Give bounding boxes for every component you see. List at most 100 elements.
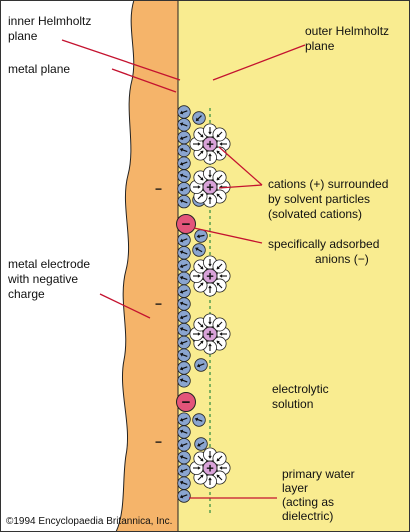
left-margin bbox=[0, 0, 150, 532]
label-cations-line1: cations (+) surrounded bbox=[268, 177, 388, 191]
solvated-cation-1-sign: + bbox=[206, 137, 214, 152]
solvated-cation-5-shell-molecule-dipole-head bbox=[216, 458, 220, 462]
solvated-cation-1-shell-molecule-dipole-head bbox=[208, 131, 212, 135]
solvated-cation-3-sign: + bbox=[206, 269, 214, 284]
solvated-cation-2-shell-molecule-dipole-head bbox=[197, 185, 201, 189]
solvated-cation-5-shell-molecule-dipole-head bbox=[208, 477, 212, 481]
primary-water-molecule-dipole-head bbox=[179, 443, 184, 448]
solvated-cation-1-shell-molecule-dipole-head bbox=[200, 134, 204, 138]
label-metal-electrode-line2: with negative bbox=[7, 272, 78, 286]
label-primary-water-line2: layer bbox=[282, 481, 308, 495]
solvated-cation-4-shell-molecule-dipole-head bbox=[216, 324, 220, 328]
solvated-cation-2-shell-molecule-dipole-head bbox=[208, 174, 212, 178]
label-outer-helmholtz-line1: outer Helmholtz bbox=[305, 24, 389, 38]
solvated-cation-2-shell-molecule-dipole-head bbox=[216, 193, 220, 197]
solvated-cation-4-sign: + bbox=[206, 327, 214, 342]
solvated-cation-4-shell-molecule-dipole-head bbox=[208, 343, 212, 347]
label-cations-line2: by solvent particles bbox=[268, 192, 370, 206]
primary-water-molecule-dipole-head bbox=[179, 148, 184, 152]
solvated-cation-4-shell-molecule-dipole-head bbox=[219, 332, 223, 336]
label-adsorbed-anions: specifically adsorbed anions (−) bbox=[268, 237, 383, 266]
solvated-cation-2-shell-molecule-dipole-head bbox=[200, 193, 204, 197]
solvated-cation-5-sign: + bbox=[206, 461, 214, 476]
label-cations: cations (+) surrounded by solvent partic… bbox=[268, 177, 392, 221]
primary-water-molecule-dipole-head bbox=[179, 301, 184, 306]
primary-water-molecule-dipole-head bbox=[179, 315, 184, 320]
solvated-cation-1-shell-molecule-dipole-head bbox=[197, 142, 201, 146]
electrode-charge-2: − bbox=[155, 297, 162, 311]
adsorbed-anion-2-sign: − bbox=[182, 394, 191, 411]
solvated-cation-2-ion bbox=[202, 179, 218, 195]
solvated-cation-1-shell-molecule-dipole-head bbox=[219, 142, 223, 146]
adsorbed-anion-1-sign: − bbox=[182, 216, 191, 233]
label-primary-water-line1: primary water bbox=[282, 467, 355, 481]
metal-electrode bbox=[115, 0, 179, 532]
solvated-cation-1-shell-molecule-dipole-head bbox=[216, 150, 220, 154]
solvated-cation-3-shell-molecule-dipole-head bbox=[200, 282, 204, 286]
label-primary-water-line4: dielectric) bbox=[282, 509, 333, 523]
solvated-cation-3-shell-molecule-dipole-head bbox=[197, 274, 201, 278]
solvated-cation-4-ion bbox=[202, 326, 218, 342]
primary-water-molecule-dipole-head bbox=[179, 327, 184, 331]
label-inner-helmholtz: inner Helmholtz plane bbox=[8, 14, 95, 43]
primary-water-molecule-dipole-head bbox=[179, 161, 184, 166]
label-outer-helmholtz-line2: plane bbox=[305, 39, 335, 53]
solvated-cation-3-shell-molecule-dipole-head bbox=[208, 263, 212, 267]
solvated-cation-5-shell-molecule-dipole-head bbox=[219, 466, 223, 470]
primary-water-molecule-dipole-head bbox=[179, 122, 184, 127]
primary-water-molecule-dipole-head bbox=[179, 250, 184, 255]
label-electrolytic-solution-line1: electrolytic bbox=[272, 382, 329, 396]
leader-cation-1 bbox=[218, 146, 263, 186]
primary-water-molecule-dipole-head bbox=[179, 238, 184, 243]
solvated-cation-5-shell-molecule-dipole-head bbox=[200, 474, 204, 478]
adsorbed-anion-1-ion bbox=[176, 214, 196, 234]
primary-water-molecule-dipole-head bbox=[179, 352, 184, 357]
solvated-cation-5-shell-molecule-dipole-head bbox=[216, 474, 220, 478]
solvated-cation-5-shell-molecule-dipole-head bbox=[208, 455, 212, 459]
outer-water-molecule-dipole-head bbox=[197, 443, 201, 447]
primary-water-molecule-dipole-head bbox=[179, 264, 184, 268]
solvated-cation-3-shell-molecule-dipole-head bbox=[216, 266, 220, 270]
solvated-cation-1-shell-molecule-dipole-head bbox=[216, 134, 220, 138]
solvated-cation-3-shell-molecule-dipole-head bbox=[216, 282, 220, 286]
solvated-cation-4-shell-molecule-dipole-head bbox=[200, 324, 204, 328]
solvated-cation-2-shell-molecule-dipole-head bbox=[208, 196, 212, 200]
primary-water-molecule-dipole-head bbox=[179, 136, 184, 140]
primary-water-molecule-dipole-head bbox=[179, 341, 184, 345]
primary-water-molecule-dipole-head bbox=[179, 276, 184, 280]
primary-water-molecule-dipole-head bbox=[179, 366, 184, 371]
outer-water-molecule-dipole-head bbox=[195, 117, 200, 122]
primary-water-molecule-dipole-head bbox=[179, 469, 184, 473]
solvated-cation-4-shell-molecule-dipole-head bbox=[208, 321, 212, 325]
primary-water-molecule-dipole-head bbox=[179, 455, 184, 459]
solvated-cation-2-shell-molecule-dipole-head bbox=[216, 177, 220, 181]
adsorbed-anion-2-ion bbox=[176, 392, 196, 412]
outer-water-molecule-dipole-head bbox=[195, 247, 199, 251]
label-metal-electrode-line1: metal electrode bbox=[8, 257, 90, 271]
solvated-cation-3-shell-molecule-dipole-head bbox=[219, 274, 223, 278]
solvated-cation-1-shell-molecule-dipole-head bbox=[208, 153, 212, 157]
solvated-cation-4-shell-molecule-dipole-head bbox=[216, 340, 220, 344]
label-primary-water-line3: (acting as bbox=[282, 495, 334, 509]
leader-metal-electrode bbox=[99, 293, 151, 319]
leader-lines bbox=[61, 39, 306, 499]
outer-water-molecule-dipole-head bbox=[194, 417, 199, 422]
primary-water-molecule-dipole-head bbox=[179, 494, 184, 499]
solvated-cation-2-shell-molecule-dipole-head bbox=[200, 177, 204, 181]
primary-water-molecule-dipole-head bbox=[179, 199, 184, 203]
primary-water-molecule-dipole-head bbox=[179, 110, 184, 115]
leader-outer-helmholtz bbox=[212, 44, 306, 81]
solvated-cation-2-sign: + bbox=[206, 180, 214, 195]
label-metal-plane: metal plane bbox=[8, 62, 70, 76]
label-electrolytic-solution-line2: solution bbox=[272, 397, 313, 411]
label-adsorbed-anions-line2: anions (−) bbox=[315, 252, 369, 266]
solvated-cation-4-shell-molecule-dipole-head bbox=[197, 332, 201, 336]
solvated-cation-1-shell-molecule-dipole-head bbox=[200, 150, 204, 154]
solvated-cation-1-ion bbox=[202, 136, 218, 152]
label-outer-helmholtz: outer Helmholtz plane bbox=[305, 24, 392, 53]
primary-water-molecule-dipole-head bbox=[179, 173, 184, 178]
solvated-cation-3-ion bbox=[202, 268, 218, 284]
solvated-cation-3-shell-molecule-dipole-head bbox=[208, 285, 212, 289]
primary-water-molecule-dipole-head bbox=[179, 417, 184, 422]
